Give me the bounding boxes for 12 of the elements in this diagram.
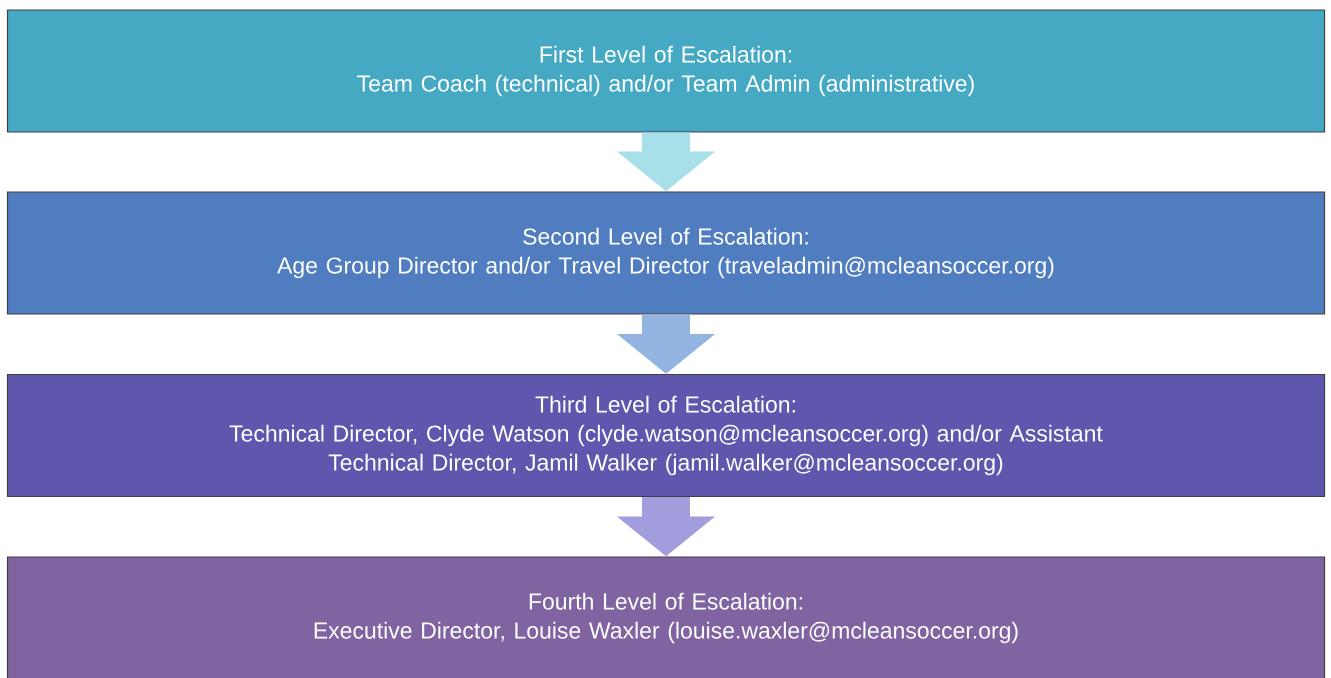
level-box (6, 373, 1326, 498)
body-text: Team Coach (technical) and/or Team Admin (administrative) (357, 74, 974, 97)
heading-text: Third Level of Escalation: (535, 395, 795, 413)
body-text: Executive Director, Louise Waxler (louise.waxler@mcleansoccer.org) (314, 621, 1018, 644)
heading-text: Fourth Level of Escalation: (529, 592, 802, 610)
heading-text: First Level of Escalation: (540, 45, 792, 63)
level-box (6, 191, 1326, 315)
heading-text: Second Level of Escalation: (523, 227, 808, 245)
level-box (6, 9, 1326, 133)
level-box (6, 556, 1326, 678)
body-text: Age Group Director and/or Travel Director (traveladmin@mcleansoccer.org) (277, 256, 1054, 279)
body-text: Technical Director, Clyde Watson (clyde.watson@mcleansoccer.org) and/or Assistant Technical Director, Jamil Walker (jamil.walker@mcleansoccer.org) (229, 424, 1103, 476)
